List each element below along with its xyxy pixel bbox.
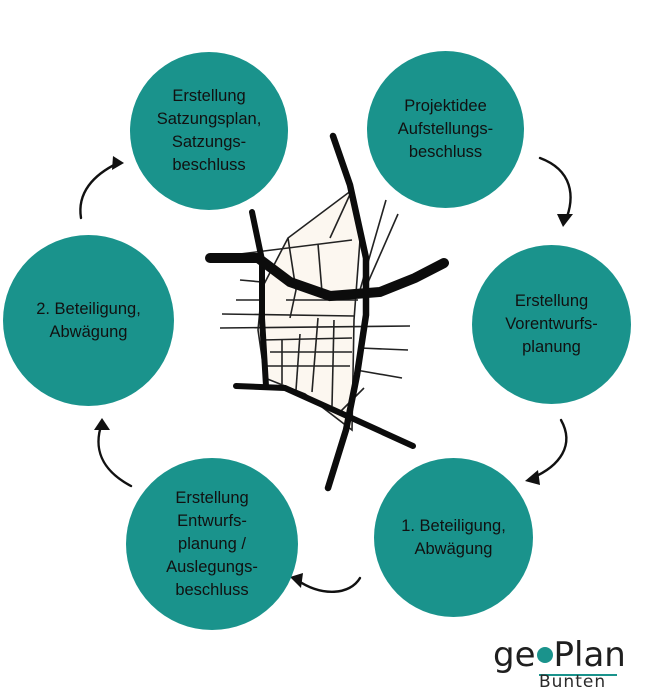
logo-dot-icon [536,646,553,663]
step-4-entwurf[interactable]: Erstellung Entwurfs- planung / Auslegung… [126,458,298,630]
arrowhead-3 [525,470,540,485]
geoplan-logo: ge Plan Bunten [493,638,643,694]
arrow-step2-to-step3 [530,418,568,480]
arrowhead-5 [94,418,110,430]
arrow-step1-to-step2 [538,156,572,224]
step-2-vorentwurf[interactable]: Erstellung Vorentwurfs- planung [472,245,631,404]
arrowhead-2 [557,214,573,227]
step-1-label: Projektidee Aufstellungs- beschluss [397,97,494,161]
logo-subtitle: Bunten [539,672,607,692]
step-3-beteiligung-1[interactable]: 1. Beteiligung, Abwägung [374,458,533,617]
city-street-map-icon [205,132,449,492]
step-3-label: 1. Beteiligung, Abwägung [401,516,506,558]
logo-underline [539,674,617,676]
step-2-label: Erstellung Vorentwurfs- planung [505,292,598,356]
arrowhead-6 [112,156,124,170]
logo-brand-post: Plan [553,635,626,675]
step-5-beteiligung-2[interactable]: 2. Beteiligung, Abwägung [3,235,174,406]
step-4-label: Erstellung Entwurfs- planung / Auslegung… [166,488,258,599]
arrowhead-4 [290,573,303,588]
step-1-projektidee[interactable]: Projektidee Aufstellungs- beschluss [367,51,524,208]
step-5-label: 2. Beteiligung, Abwägung [36,299,141,341]
logo-brand: ge Plan [493,638,626,672]
arrow-step5-to-step6 [79,161,120,220]
logo-brand-pre: ge [493,635,536,675]
arrow-step4-to-step5 [97,421,133,488]
step-6-satzung[interactable]: Erstellung Satzungsplan, Satzungs- besch… [130,52,288,210]
arrow-step3-to-step4 [295,576,362,593]
step-6-label: Erstellung Satzungsplan, Satzungs- besch… [156,87,262,174]
